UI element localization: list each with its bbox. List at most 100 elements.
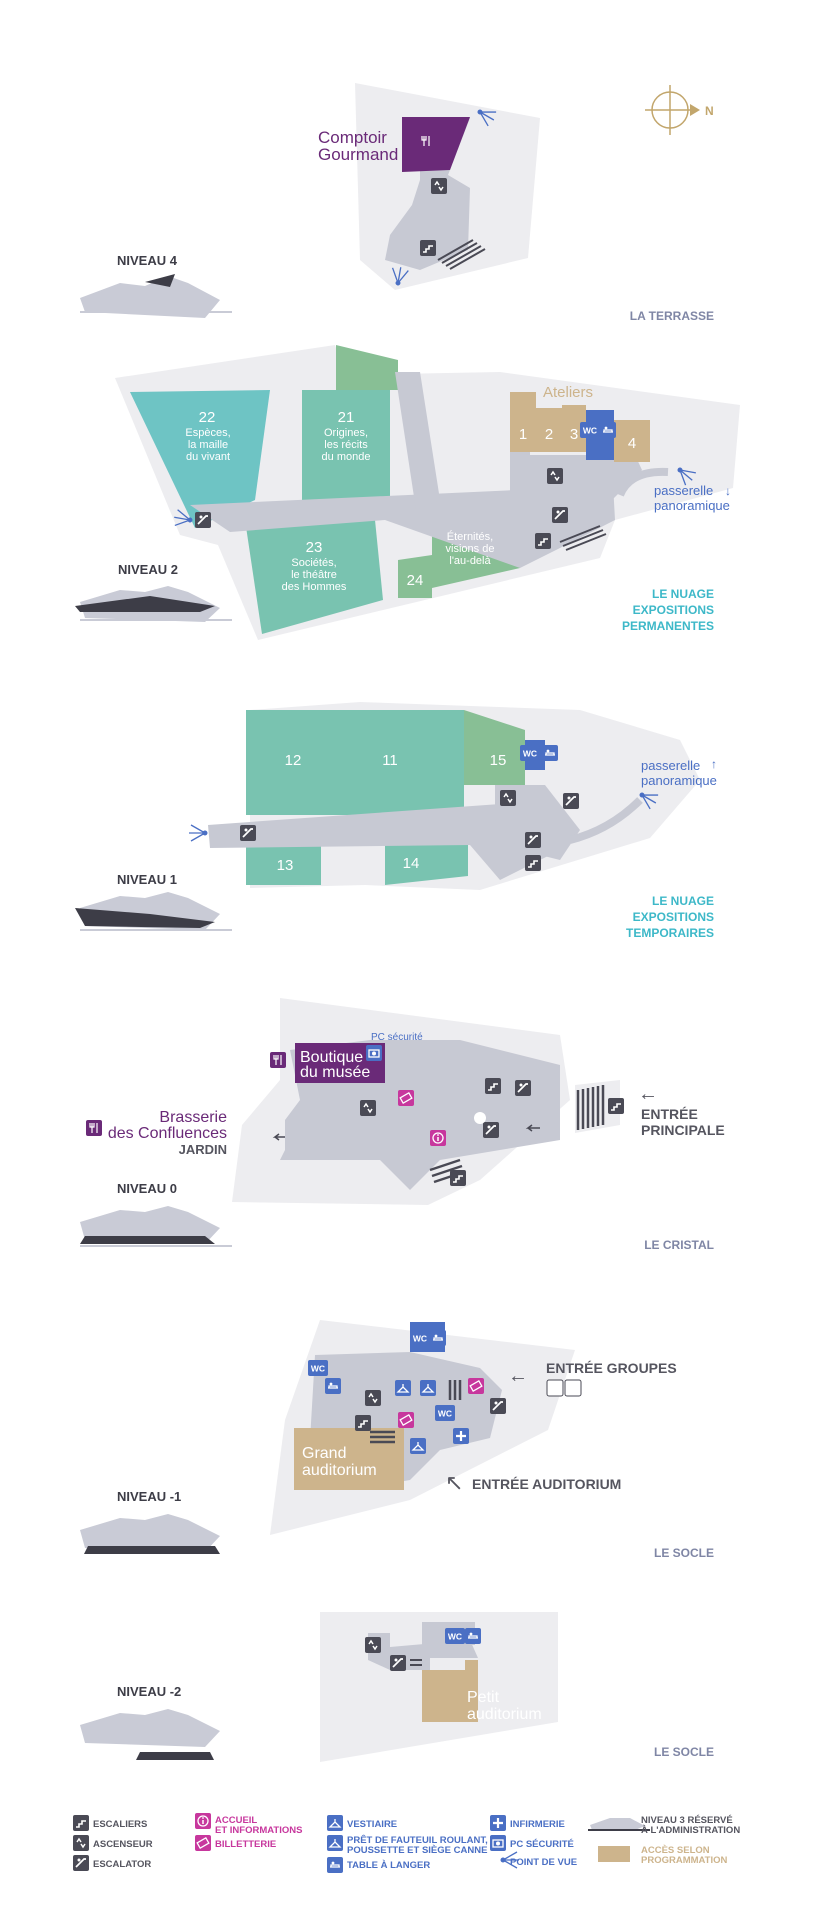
entree-label-2: PRINCIPALE (641, 1122, 725, 1138)
stairs-icon (419, 239, 437, 257)
legend-acces-swatch (598, 1846, 630, 1862)
legend-escalator: ESCALATOR (93, 1859, 151, 1870)
passerelle-arrow: ↑ (711, 757, 717, 771)
gallery-11-number: 11 (382, 752, 398, 769)
gallery-21-number: 21 (338, 409, 355, 426)
escalator-icon (562, 792, 580, 810)
gallery-24-number: 24 (407, 572, 424, 589)
legend-accueil-1: ACCUEIL (215, 1815, 257, 1826)
brasserie-label-2: des Confluences (108, 1125, 227, 1142)
legend-pc: PC SÉCURITÉ (510, 1839, 574, 1850)
comptoir-gourmand-area[interactable] (402, 117, 470, 172)
atelier-corridor (510, 392, 642, 500)
north-arrow-icon (690, 104, 700, 116)
gallery-15[interactable] (464, 710, 525, 785)
ticket-icon (397, 1411, 415, 1429)
atelier-4[interactable] (614, 420, 650, 462)
gallery-22-line3: du vivant (186, 451, 230, 463)
gallery-22-line2: la maille (188, 439, 228, 451)
gallery-22-line1: Espèces, (185, 427, 230, 439)
petit-auditorium-area[interactable] (422, 1660, 478, 1722)
groupes-arrow: ← (508, 1365, 528, 1387)
entree-arrow: ← (638, 1083, 658, 1105)
restaurant-icon (85, 1119, 103, 1137)
gallery-14[interactable] (385, 840, 468, 885)
atelier-1[interactable] (510, 392, 536, 452)
gallery-14-number: 14 (403, 855, 420, 872)
gallery-13[interactable] (246, 840, 321, 885)
accessible-icon (546, 1379, 564, 1397)
escalator-icon (239, 824, 257, 842)
infirmary-icon (451, 1426, 471, 1446)
gallery-23-line3: des Hommes (282, 581, 347, 593)
level-1: 12 11 15 13 14 passerelle panoramique ↑ … (75, 702, 717, 940)
level-0-zone: LE CRISTAL (644, 1238, 714, 1252)
gallery-24[interactable] (398, 555, 432, 598)
stairs-icon (354, 1414, 372, 1432)
escalator-icon (514, 1079, 532, 1097)
legend-table: TABLE À LANGER (347, 1860, 430, 1871)
level-2-corridor (190, 465, 615, 568)
level-2-label: NIVEAU 2 (118, 562, 178, 577)
building-silhouette (75, 586, 232, 622)
gallery-11[interactable] (346, 710, 464, 815)
legend: ESCALIERS ASCENSEUR ESCALATOR ACCUEIL ET… (72, 1812, 740, 1874)
legend-pret-1: PRÊT DE FAUTEUIL ROULANT, (347, 1834, 488, 1846)
baby-change-icon (599, 421, 617, 439)
elevator-icon (546, 467, 564, 485)
level-minus-2: Petit auditorium NIVEAU -2 LE SOCLE (80, 1612, 714, 1762)
ticket-icon (467, 1377, 485, 1395)
boutique-label-2: du musée (300, 1064, 370, 1081)
legend-wheelchair-icon (326, 1834, 344, 1852)
wc-icon (580, 422, 600, 438)
legend-niveau3-2: À L'ADMINISTRATION (641, 1825, 740, 1836)
atelier-2[interactable] (536, 408, 562, 452)
legend-elevator: ASCENSEUR (93, 1839, 153, 1850)
legend-elevator-icon (72, 1834, 90, 1852)
gallery-21[interactable] (302, 390, 390, 500)
escalator-icon (482, 1121, 500, 1139)
compass: N (645, 85, 714, 135)
building-silhouette (80, 274, 232, 318)
gallery-23[interactable] (245, 520, 383, 634)
stairs-icon (534, 532, 552, 550)
passerelle-walkway (616, 467, 669, 497)
petit-auditorium-label-2: auditorium (467, 1706, 542, 1723)
passerelle-arrow: ↓ (725, 484, 731, 498)
escalator-icon (489, 1397, 507, 1415)
gallery-13-number: 13 (277, 857, 294, 874)
passerelle-walkway (569, 797, 643, 844)
grand-auditorium-area[interactable] (294, 1428, 404, 1490)
level-1-label: NIVEAU 1 (117, 872, 177, 887)
gallery-22-number: 22 (199, 409, 216, 426)
jardin-label: JARDIN (179, 1142, 227, 1157)
info-icon (429, 1129, 447, 1147)
boutique-label-1: Boutique (300, 1049, 363, 1066)
atelier-4-number: 4 (628, 435, 636, 452)
gallery-22[interactable] (130, 390, 270, 528)
grand-auditorium-label-2: auditorium (302, 1462, 377, 1479)
wc-icon (520, 745, 540, 761)
eternites-line2: visions de (446, 543, 495, 555)
entree-label-1: ENTRÉE (641, 1106, 698, 1122)
level-minus-2-label: NIVEAU -2 (117, 1684, 181, 1699)
grand-auditorium-label-1: Grand (302, 1445, 346, 1462)
legend-infirmary-icon (488, 1813, 508, 1833)
ateliers-label: Ateliers (543, 384, 593, 401)
gallery-21-line1: Origines, (324, 427, 368, 439)
legend-billetterie: BILLETTERIE (215, 1839, 276, 1850)
elevator-icon (430, 177, 448, 195)
level-2-ramp (395, 372, 440, 510)
legend-infirmerie: INFIRMERIE (510, 1819, 565, 1830)
legend-accueil-2: ET INFORMATIONS (215, 1825, 302, 1836)
cloakroom-icon (394, 1379, 412, 1397)
legend-level3-silhouette (588, 1818, 650, 1831)
level-4-zone: LA TERRASSE (630, 309, 714, 323)
compass-north-label: N (705, 104, 714, 118)
gallery-15-number: 15 (490, 752, 507, 769)
level-minus-2-zone: LE SOCLE (654, 1745, 714, 1759)
stairs-icon (607, 1097, 625, 1115)
gallery-21-extension (336, 345, 398, 390)
passerelle-label-1: passerelle (654, 483, 713, 498)
gallery-12[interactable] (246, 710, 346, 815)
